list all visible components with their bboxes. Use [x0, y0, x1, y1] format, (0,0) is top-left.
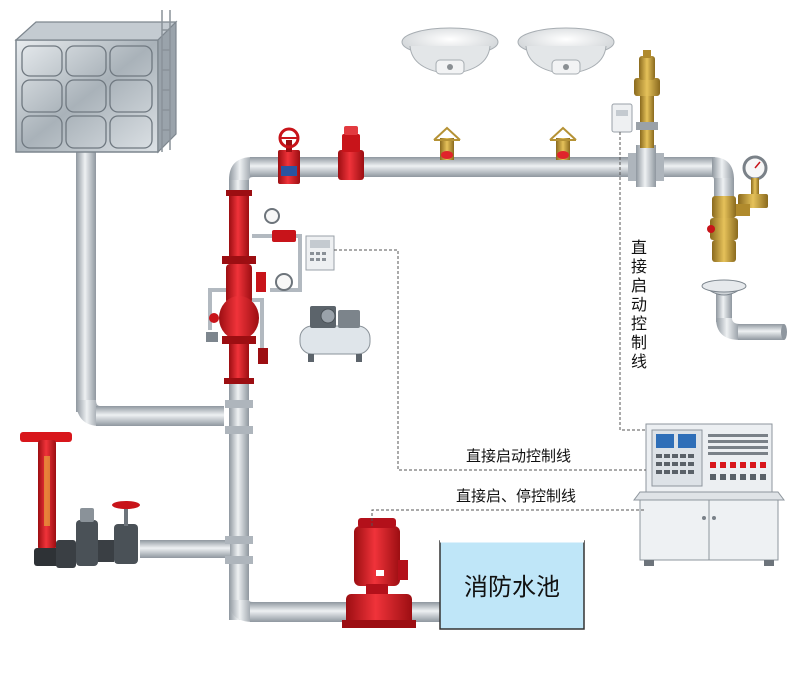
adapter-feed-pipe [140, 540, 230, 558]
pressure-switch-control-line [334, 249, 646, 471]
check-valve [338, 126, 364, 180]
horizontal-control-line-label: 直接启动控制线 [466, 447, 571, 465]
fire-water-pool: 消防水池 [439, 539, 585, 630]
pump-discharge-pipe [250, 602, 360, 622]
control-lines [334, 132, 646, 526]
air-compressor [299, 306, 371, 362]
start-stop-control-line-label: 直接启、停控制线 [456, 487, 576, 505]
wet-alarm-valve [206, 190, 302, 384]
end-test-device [701, 155, 768, 296]
smoke-detector-1 [401, 27, 499, 75]
smoke-detector-2 [517, 27, 615, 75]
vertical-control-line-text: 直接启动控制线 [631, 238, 648, 371]
pump-control-line [371, 509, 646, 526]
flow-indicator [611, 50, 660, 148]
water-pool-label: 消防水池 [464, 573, 560, 601]
fire-pump [342, 518, 416, 628]
sprinkler-head-2 [549, 126, 577, 160]
fire-alarm-controller [633, 423, 785, 566]
flow-switch-control-line [619, 132, 646, 431]
water-tank [14, 10, 178, 154]
pressure-switch-panel [305, 235, 335, 271]
drain-pipe [738, 324, 784, 340]
pump-adapter-hydrant [20, 432, 140, 568]
tank-outlet-pipe [76, 150, 96, 412]
tank-feed-pipe [96, 406, 224, 426]
signal-butterfly-valve [278, 127, 300, 184]
top-branch-pipe [250, 157, 715, 177]
pump-suction-pipe [404, 602, 440, 622]
sprinkler-head-1 [433, 126, 461, 160]
